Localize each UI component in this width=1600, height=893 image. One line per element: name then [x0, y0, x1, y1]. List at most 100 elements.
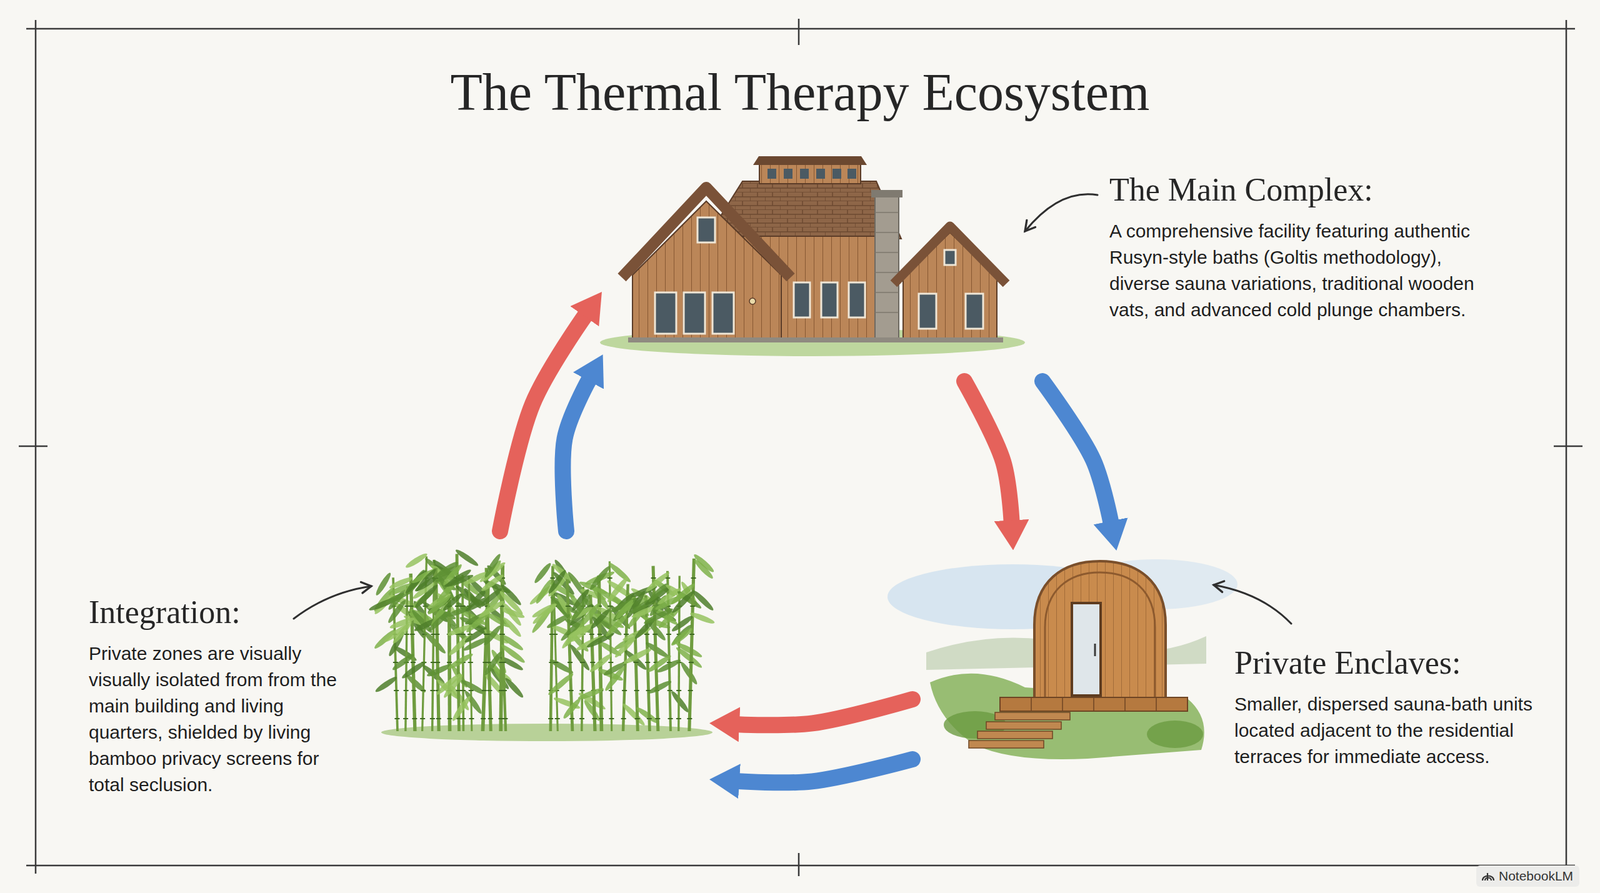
leader-arrows — [293, 586, 372, 619]
bamboo-node — [565, 605, 571, 607]
bamboo-leaf — [678, 660, 699, 687]
bamboo-leaf — [670, 626, 695, 648]
illustrated-callout: The Main Complex:A comprehensive facilit… — [600, 165, 1500, 382]
bamboo-leaf — [454, 547, 480, 568]
bamboo-node — [436, 718, 442, 720]
bamboo-node — [393, 690, 399, 692]
bamboo-node — [667, 690, 673, 692]
bamboo-leaf — [675, 640, 704, 660]
watermark-logo — [1482, 873, 1494, 881]
sauna-pod — [1000, 697, 1188, 712]
sauna-pod — [977, 731, 1053, 739]
main-complex-house — [875, 231, 899, 234]
bamboo-node — [590, 661, 595, 664]
illustrated-callout: Integration:Private zones are visually v… — [84, 531, 710, 805]
bamboo-node — [591, 718, 597, 720]
bamboo-node — [460, 718, 466, 720]
main-complex-house — [753, 156, 867, 165]
callout-heading: Integration: — [88, 593, 358, 632]
main-complex-house — [683, 292, 705, 334]
main-complex-house — [875, 212, 899, 313]
sketch-frame — [18, 445, 48, 448]
bamboo-leaf — [450, 694, 473, 723]
bamboo-node — [598, 718, 604, 720]
bamboo-node — [394, 718, 400, 720]
sauna-pod — [1034, 561, 1166, 700]
sketch-frame — [798, 853, 800, 877]
bamboo-node — [481, 690, 487, 692]
bamboo-node — [652, 633, 658, 635]
watermark-logo — [1481, 870, 1495, 882]
bamboo-leaf — [669, 690, 691, 715]
bamboo-leaf — [477, 598, 506, 620]
sketch-frame — [18, 18, 1583, 877]
main-complex-house — [871, 190, 903, 198]
bamboo-node — [676, 718, 682, 720]
bamboo-node — [502, 718, 508, 720]
watermark-text: NotebookLM — [1498, 867, 1574, 885]
watermark: NotebookLM — [1476, 865, 1580, 887]
bamboo-stalk — [598, 575, 602, 732]
bamboo-node — [501, 690, 507, 692]
bamboo-node — [621, 718, 627, 720]
main-complex-house — [697, 217, 715, 243]
bamboo-node — [456, 690, 462, 692]
flow-arrow — [964, 381, 1012, 522]
main-complex-house — [847, 168, 857, 179]
bamboo-node — [555, 718, 560, 720]
bamboo-node — [460, 633, 466, 635]
bamboo-leaf — [656, 657, 682, 675]
bamboo-node — [589, 633, 595, 635]
bamboo-node — [688, 690, 694, 692]
main-complex-house — [793, 282, 810, 318]
bamboo-node — [469, 718, 475, 720]
bamboo-leaf — [483, 552, 503, 579]
bamboo-node — [420, 690, 426, 692]
bamboo-node — [552, 633, 558, 635]
bamboo-stalk — [468, 575, 472, 732]
bamboo-node — [651, 577, 657, 579]
callout-text: Integration:Private zones are visually v… — [88, 593, 358, 799]
bamboo-leaf — [425, 662, 454, 679]
bamboo-leaf — [482, 650, 505, 677]
bamboo-node — [579, 718, 585, 720]
bamboo-node — [553, 661, 559, 664]
bamboo-node — [548, 718, 554, 720]
bamboo-node — [686, 718, 692, 720]
bamboo-node — [430, 661, 436, 664]
diagram-title: The Thermal Therapy Ecosystem — [0, 61, 1600, 125]
bamboo-leaf — [501, 615, 523, 639]
flow-arrow — [562, 380, 589, 532]
main-complex-house — [893, 226, 1007, 284]
bamboo-node — [410, 661, 416, 664]
bamboo-screen — [368, 547, 716, 742]
bamboo-node — [635, 718, 640, 720]
bamboo-node — [500, 661, 506, 664]
main-complex-house — [875, 311, 899, 314]
bamboo-leaf — [670, 590, 696, 615]
callout-body: A comprehensive facility featuring authe… — [1109, 218, 1497, 324]
illustrated-callout: Private Enclaves:Smaller, dispersed saun… — [912, 550, 1563, 777]
bamboo-node — [411, 690, 417, 692]
bamboo-stalk — [486, 568, 491, 732]
bamboo-leaf — [391, 620, 414, 646]
main-complex-house — [848, 282, 865, 318]
bamboo-node — [607, 577, 613, 579]
bamboo-leaf — [441, 673, 465, 700]
sauna-pod — [1146, 720, 1204, 749]
bamboo-node — [691, 577, 697, 579]
sauna-pod — [1031, 697, 1157, 712]
main-complex-house — [632, 201, 782, 341]
bamboo-node — [690, 605, 695, 607]
bamboo-leaf — [646, 678, 673, 696]
sketch-frame — [26, 28, 1575, 30]
bamboo-node — [446, 661, 452, 664]
sauna-pod — [1093, 697, 1095, 712]
bamboo-leaf — [499, 642, 527, 665]
bamboo-node — [403, 718, 409, 720]
main-complex-house — [767, 168, 777, 179]
main-complex-house — [655, 292, 677, 334]
bamboo-node — [480, 718, 486, 720]
sauna-pod — [995, 712, 1070, 720]
sauna-pod — [1155, 697, 1157, 712]
